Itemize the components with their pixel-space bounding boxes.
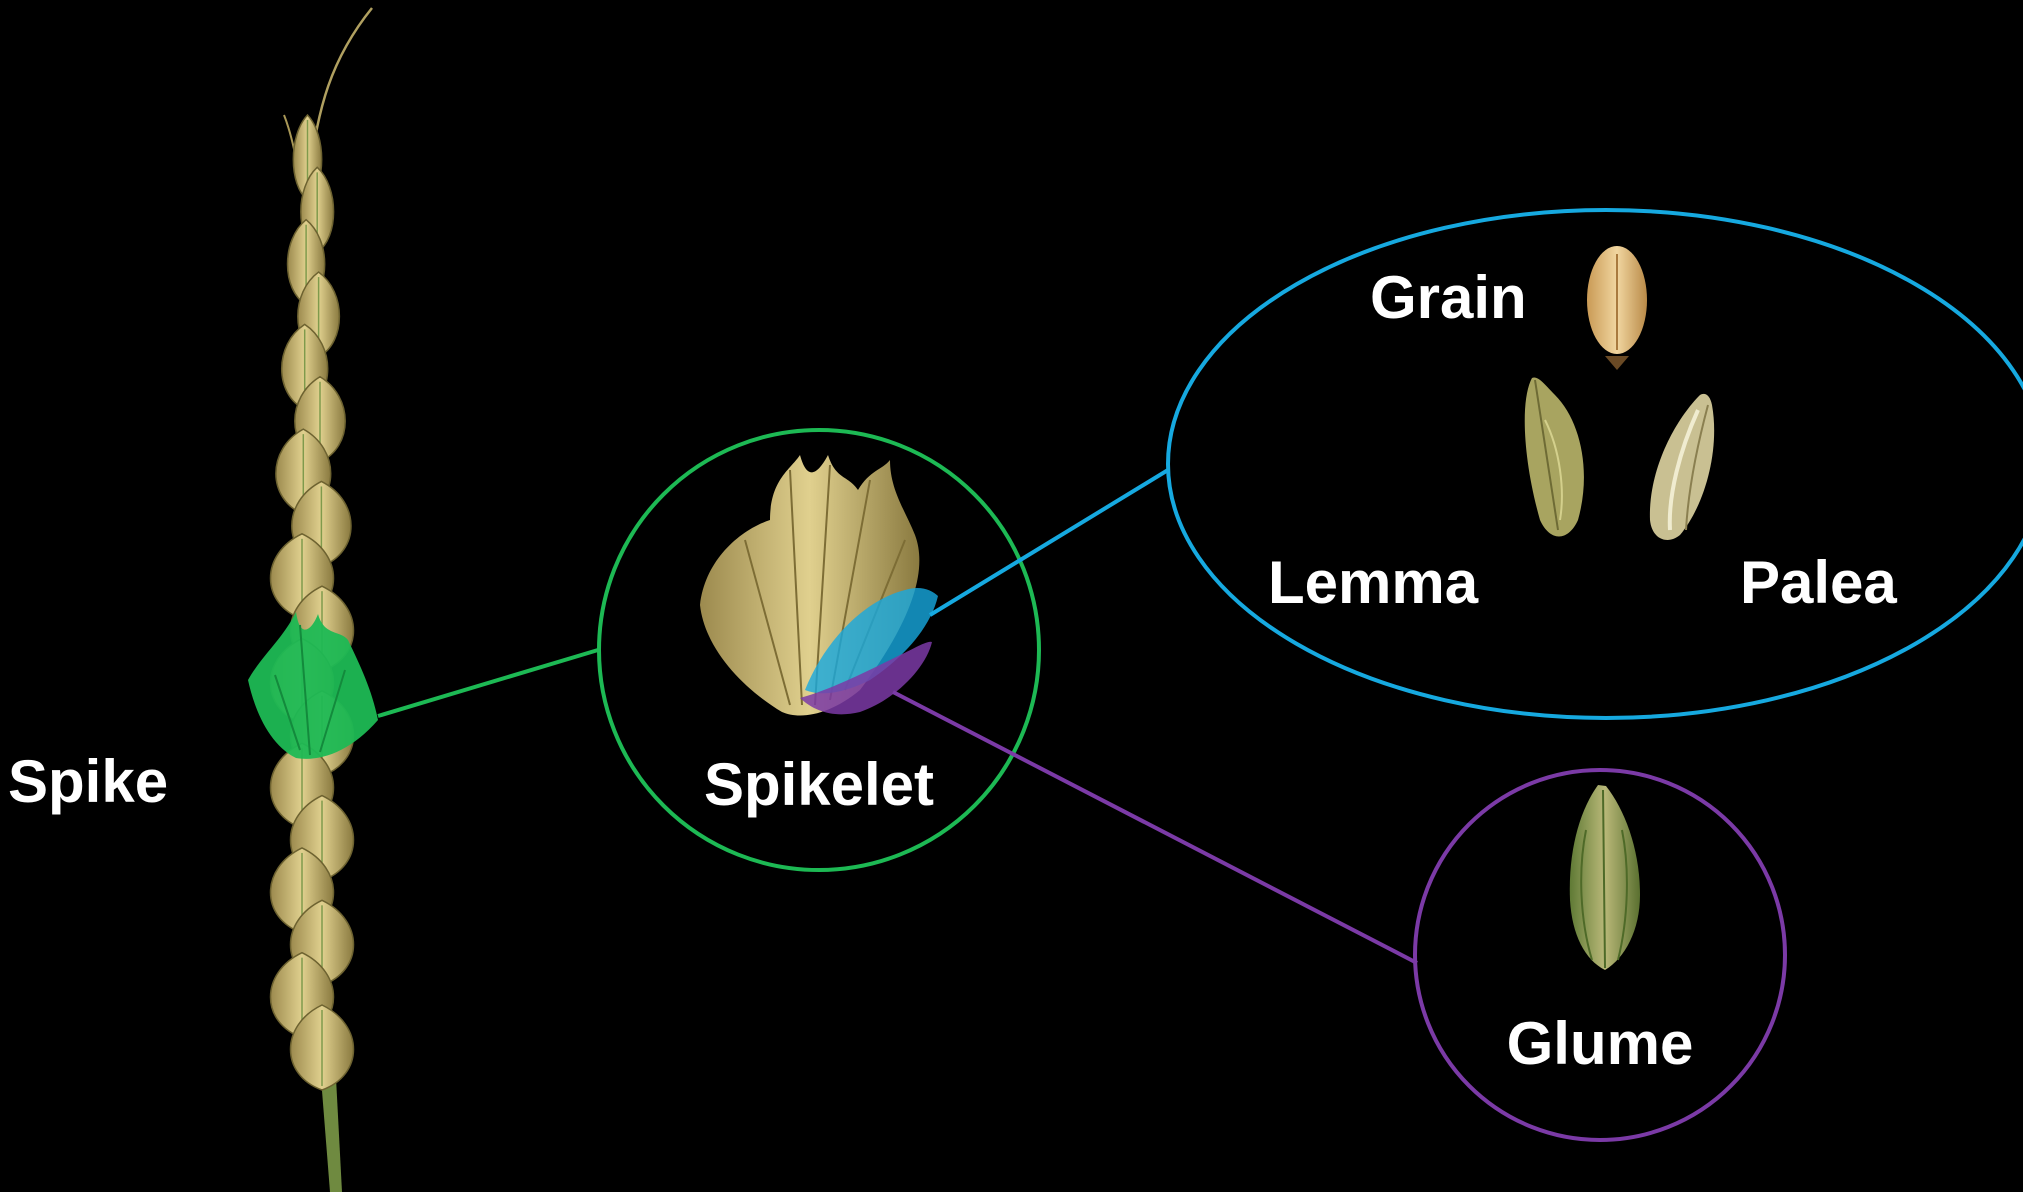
palea-label: Palea (1740, 549, 1897, 616)
spikelet-label: Spikelet (704, 751, 934, 818)
glume-label: Glume (1507, 1010, 1694, 1077)
lemma-label: Lemma (1268, 549, 1479, 616)
spike-label: Spike (8, 748, 168, 815)
grain-label: Grain (1370, 264, 1527, 331)
